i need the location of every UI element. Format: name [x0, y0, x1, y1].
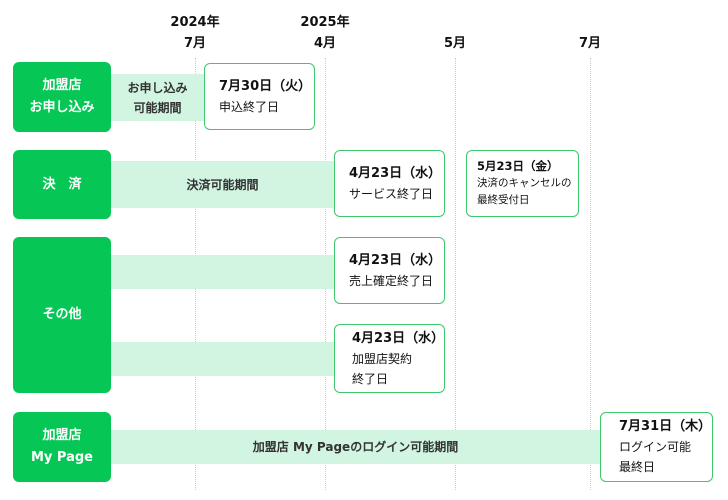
- row-label-my-page: 加盟店 My Page: [13, 412, 111, 482]
- header-month: 5月: [443, 36, 467, 51]
- header-column-2025-07: 7月: [555, 35, 625, 52]
- milestone-date: 7月30日（火）: [219, 78, 312, 94]
- milestone-text: 加盟店契約 終了日: [352, 351, 413, 386]
- milestone-text: ログイン可能 最終日: [619, 440, 692, 474]
- period-band-merchant-contract: [111, 342, 334, 376]
- milestone-date: 4月23日（水）: [349, 252, 442, 268]
- period-band-sales-confirmation: [111, 255, 334, 289]
- milestone-date: 5月23日（金）: [477, 159, 559, 173]
- milestone-card-cancel-deadline: 5月23日（金） 決済のキャンセルの 最終受付日: [466, 150, 579, 217]
- header-month: 7月: [578, 36, 602, 51]
- header-month: 7月: [183, 36, 207, 51]
- row-label-other: その他: [13, 237, 111, 393]
- header-column-2025-05: 5月: [420, 35, 490, 52]
- header-year: 2025年: [300, 15, 350, 30]
- milestone-text: 申込終了日: [219, 99, 280, 114]
- header-year: 2024年: [170, 15, 220, 30]
- row-label-merchant-application: 加盟店 お申し込み: [13, 62, 111, 132]
- header-column-2025-04: 2025年 4月: [290, 14, 360, 52]
- period-band-payment: 決済可能期間: [111, 161, 334, 208]
- gridline-2025-05: [455, 58, 456, 490]
- header-column-2024-07: 2024年 7月: [160, 14, 230, 52]
- milestone-card-login-last-day: 7月31日（木） ログイン可能 最終日: [600, 412, 713, 482]
- milestone-date: 7月31日（木）: [619, 419, 712, 434]
- milestone-card-application-end: 7月30日（火） 申込終了日: [204, 63, 315, 130]
- row-label-payment: 決 済: [13, 150, 111, 219]
- milestone-card-contract-end: 4月23日（水） 加盟店契約 終了日: [334, 324, 445, 393]
- milestone-text: 決済のキャンセルの 最終受付日: [477, 177, 572, 206]
- milestone-text: 売上確定終了日: [349, 273, 434, 288]
- milestone-card-service-end: 4月23日（水） サービス終了日: [334, 150, 445, 217]
- period-band-application: お申し込み 可能期間: [111, 74, 204, 121]
- milestone-text: サービス終了日: [349, 186, 434, 201]
- period-band-my-page-login: 加盟店 My Pageのログイン可能期間: [111, 430, 600, 464]
- milestone-date: 4月23日（水）: [352, 330, 445, 346]
- milestone-date: 4月23日（水）: [349, 165, 442, 181]
- header-month: 4月: [313, 36, 337, 51]
- gridline-2025-07: [590, 58, 591, 490]
- milestone-card-sales-confirmation-end: 4月23日（水） 売上確定終了日: [334, 237, 445, 304]
